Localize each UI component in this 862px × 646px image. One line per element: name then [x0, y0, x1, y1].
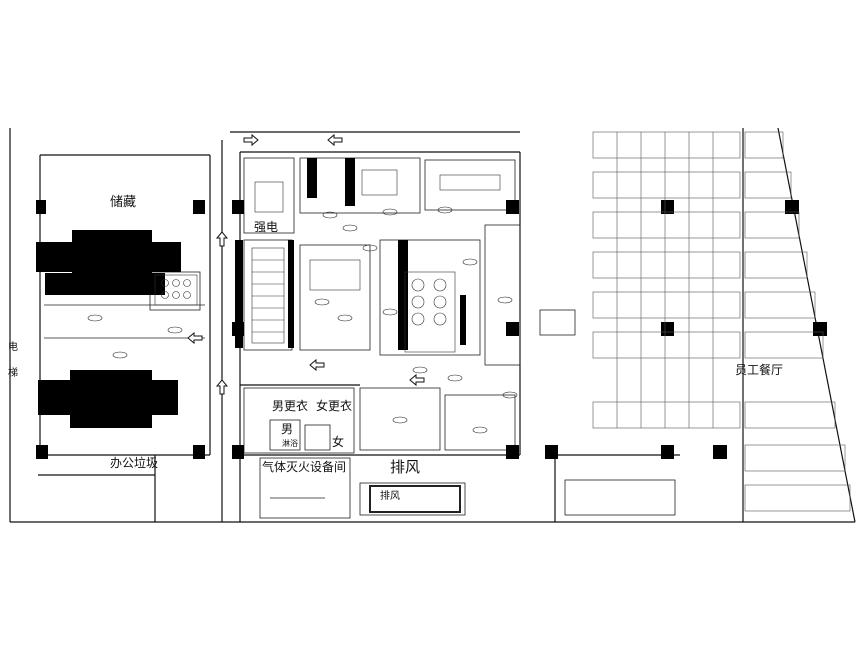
- equipment-solid-blocks: [36, 158, 827, 459]
- room-label-left-edge-2: 梯: [8, 368, 18, 379]
- room-label-women: 女: [332, 435, 345, 449]
- room-label-men-locker: 男更衣: [272, 399, 309, 413]
- room-label-exhaust-small: 排风: [380, 491, 400, 502]
- room-label-men: 男: [281, 422, 294, 436]
- room-label-women-locker: 女更衣: [316, 399, 353, 413]
- small-fixtures: [87, 206, 518, 434]
- room-label-electrical: 强电: [254, 220, 279, 234]
- room-label-staff-canteen: 员工餐厅: [735, 363, 784, 377]
- kitchen-equipment-hatching: [154, 169, 501, 353]
- room-label-left-edge-1: 电: [8, 342, 18, 353]
- room-label-office-trash: 办公垃圾: [110, 456, 159, 470]
- room-label-exhaust-big: 排风: [390, 458, 421, 476]
- canteen-seating: [592, 131, 851, 512]
- room-label-storage: 储藏: [110, 195, 137, 210]
- room-label-shower: 淋浴: [282, 439, 298, 448]
- room-label-gas-fire-room: 气体灭火设备间: [262, 460, 347, 474]
- circulation-arrows: [187, 133, 425, 395]
